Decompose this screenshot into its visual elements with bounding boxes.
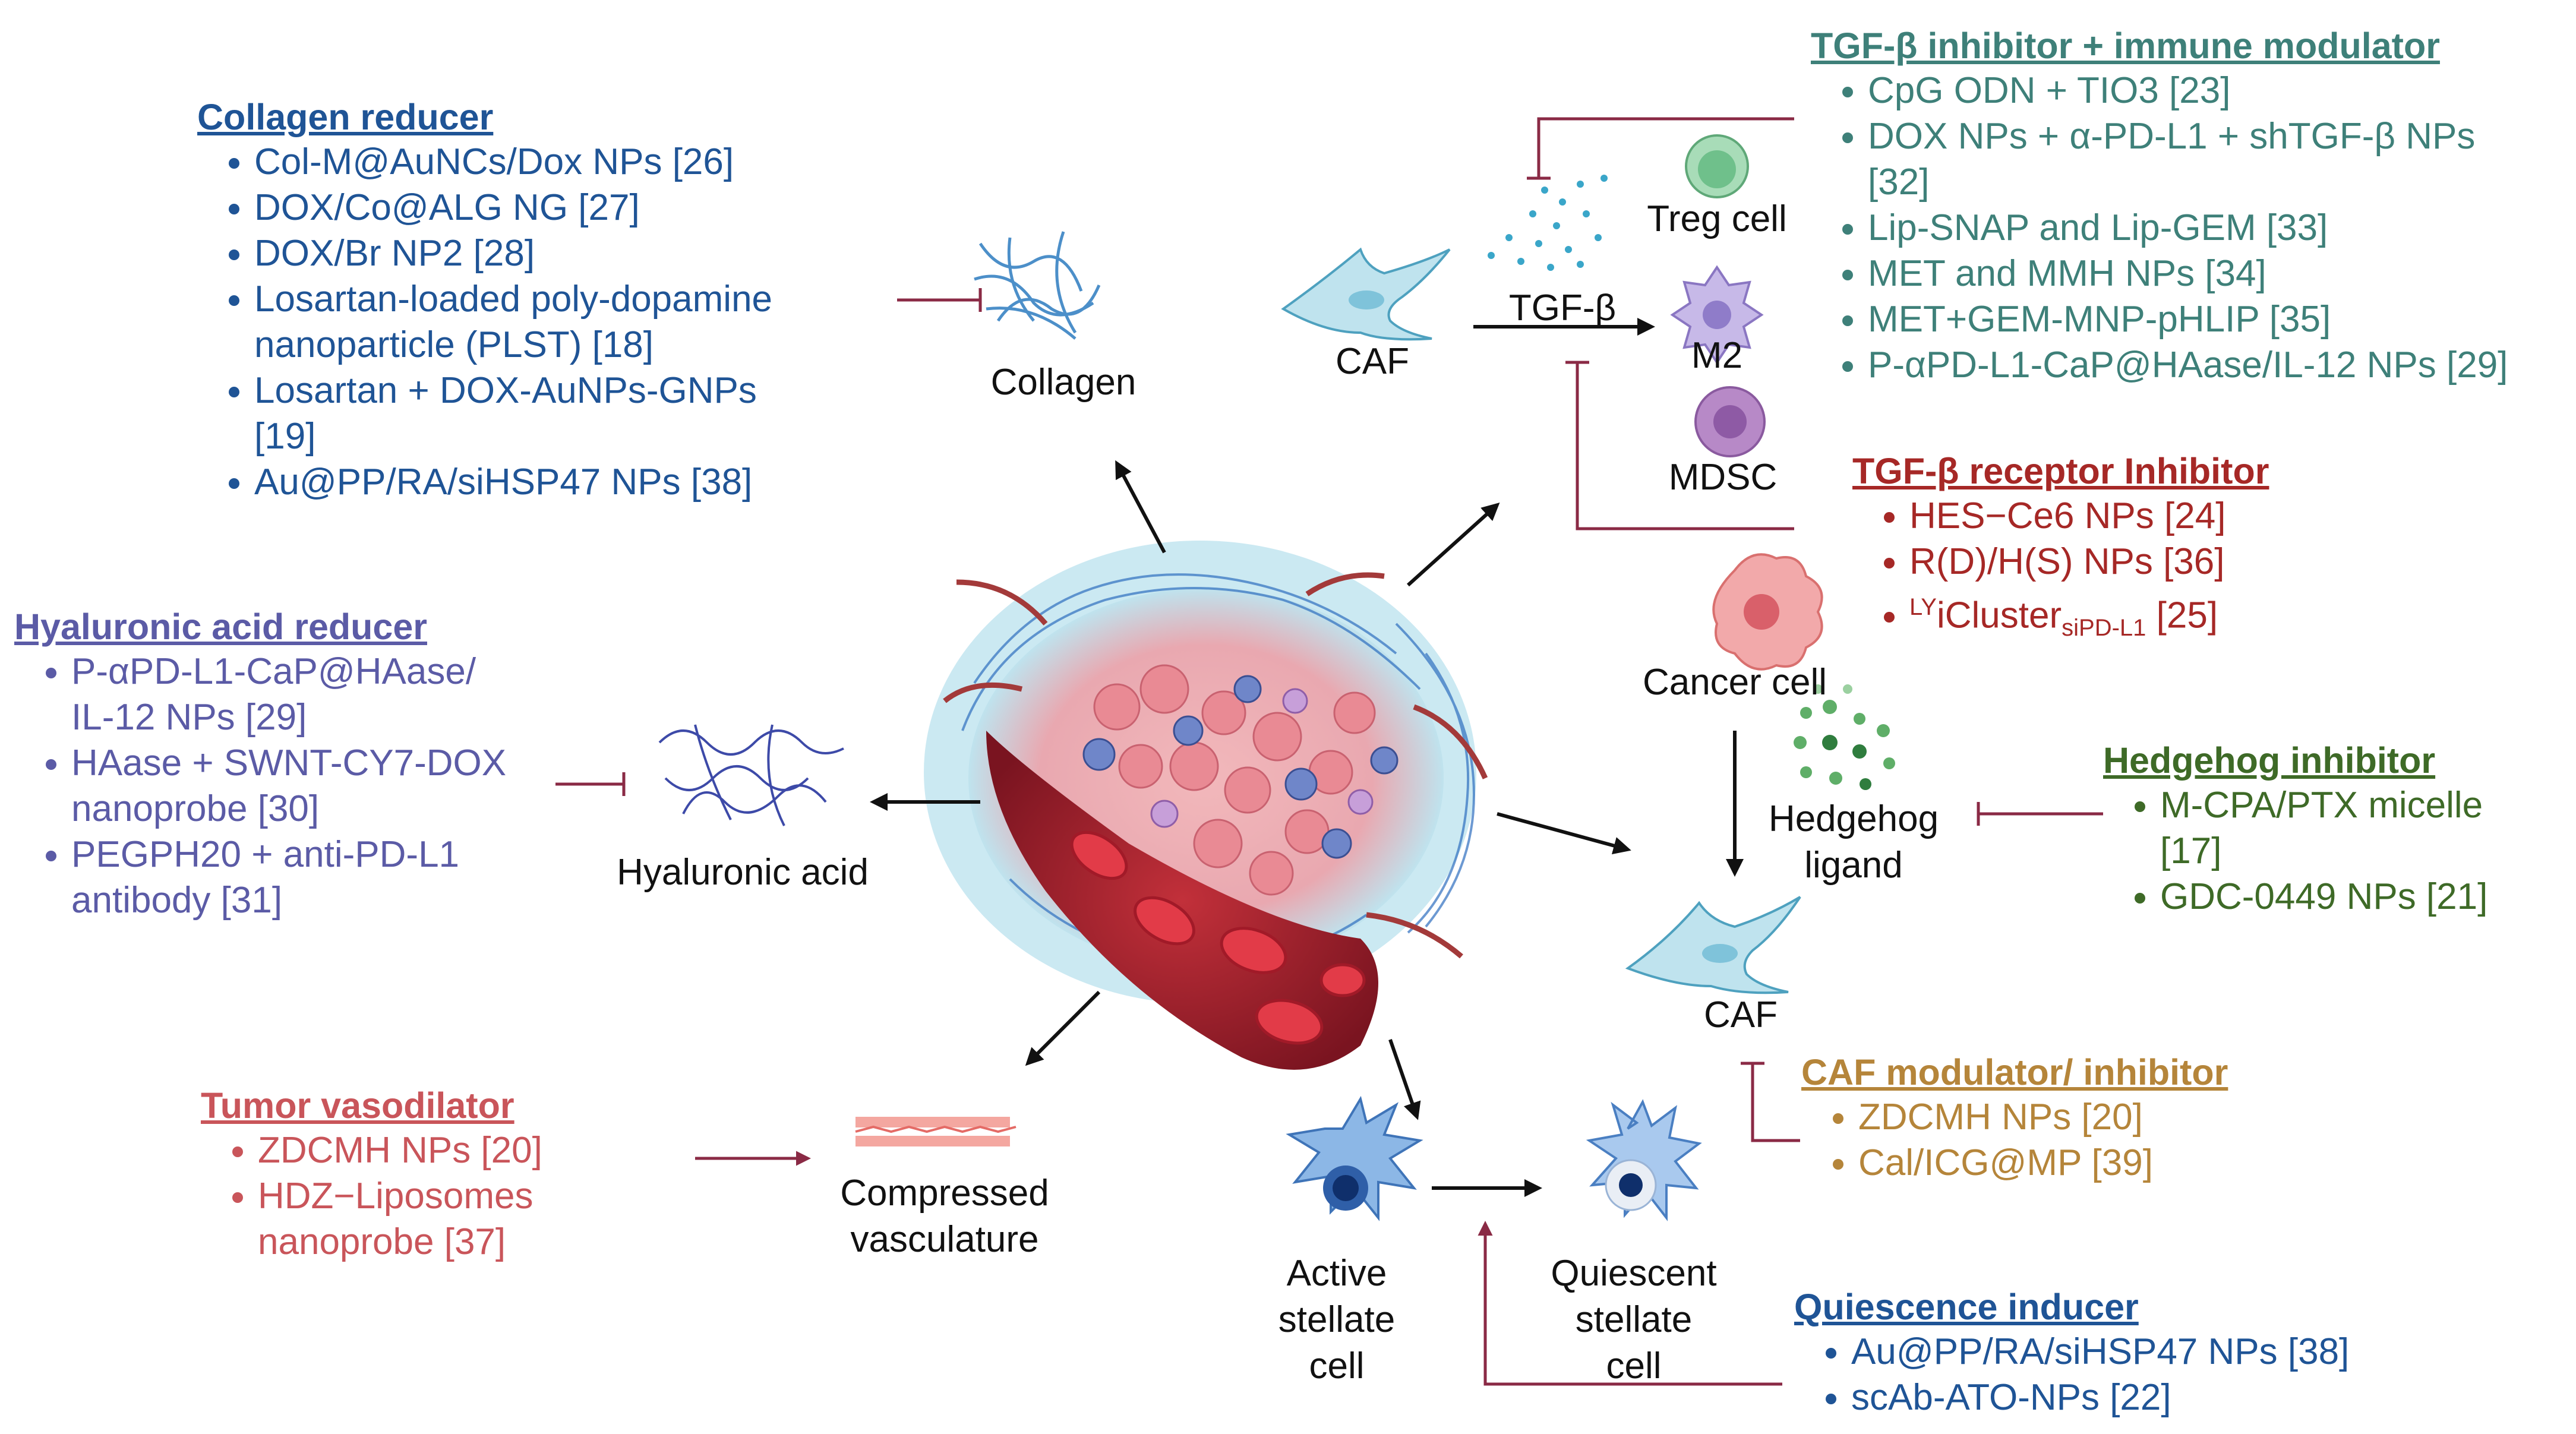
active-stellate-cell-icon	[1286, 1095, 1423, 1221]
group-title: TGF-β receptor Inhibitor	[1852, 451, 2269, 491]
list-item: HDZ−Liposomes nanoprobe [37]	[258, 1173, 542, 1265]
list-item: GDC-0449 NPs [21]	[2160, 874, 2487, 920]
group-tgf-beta-receptor-inhibitor: TGF-β receptor Inhibitor HES−Ce6 NPs [24…	[1852, 450, 2269, 651]
list-item: DOX/Br NP2 [28]	[254, 230, 772, 276]
label-hyaluronic-acid: Hyaluronic acid	[617, 852, 869, 893]
group-title: CAF modulator/ inhibitor	[1801, 1052, 2228, 1092]
label-caf-right: CAF	[1704, 994, 1778, 1035]
list-item: PEGPH20 + anti-PD-L1 antibody [31]	[71, 832, 506, 923]
list-item: HES−Ce6 NPs [24]	[1909, 493, 2269, 539]
group-caf-modulator-inhibitor: CAF modulator/ inhibitor ZDCMH NPs [20] …	[1801, 1051, 2228, 1186]
list-item: MET and MMH NPs [34]	[1868, 251, 2508, 296]
label-mdsc: MDSC	[1668, 457, 1778, 498]
list-item: DOX/Co@ALG NG [27]	[254, 185, 772, 230]
list-item: Losartan-loaded poly-dopamine nanopartic…	[254, 276, 772, 368]
list-item: P-αPD-L1-CaP@HAase/IL-12 NPs [29]	[1868, 342, 2508, 388]
group-tgf-beta-immune-modulator: TGF-β inhibitor + immune modulator CpG O…	[1811, 25, 2508, 388]
compressed-vasculature-icon	[855, 1117, 1016, 1146]
list-item: DOX NPs + α-PD-L1 + shTGF-β NPs [32]	[1868, 113, 2508, 205]
list-item: ZDCMH NPs [20]	[1858, 1094, 2228, 1140]
label-collagen: Collagen	[990, 362, 1137, 403]
mdsc-icon	[1694, 386, 1766, 457]
label-hedgehog-ligand: Hedgehog ligand	[1768, 798, 1939, 886]
list-item: ZDCMH NPs [20]	[258, 1127, 542, 1173]
list-item: P-αPD-L1-CaP@HAase/ IL-12 NPs [29]	[71, 649, 506, 740]
label-compressed-vasculature: Compressed vasculature	[840, 1173, 1049, 1260]
group-title: Tumor vasodilator	[201, 1085, 514, 1126]
label-caf-top: CAF	[1336, 341, 1409, 382]
label-treg-cell: Treg cell	[1647, 198, 1787, 239]
list-item: Cal/ICG@MP [39]	[1858, 1140, 2228, 1186]
list-item: MET+GEM-MNP-pHLIP [35]	[1868, 296, 2508, 342]
list-item: Col-M@AuNCs/Dox NPs [26]	[254, 139, 772, 185]
group-hyaluronic-acid-reducer: Hyaluronic acid reducer P-αPD-L1-CaP@HAa…	[14, 606, 506, 923]
list-item: R(D)/H(S) NPs [36]	[1909, 539, 2269, 585]
group-quiescence-inducer: Quiescence inducer Au@PP/RA/siHSP47 NPs …	[1794, 1286, 2349, 1420]
list-item: Lip-SNAP and Lip-GEM [33]	[1868, 205, 2508, 251]
flow-arrows	[870, 318, 1744, 1197]
list-item: Au@PP/RA/siHSP47 NPs [38]	[254, 459, 772, 505]
list-item: LYiClustersiPD-L1 [25]	[1909, 585, 2269, 651]
label-m2: M2	[1691, 335, 1743, 376]
hyaluronic-acid-icon	[658, 724, 844, 826]
group-collagen-reducer: Collagen reducer Col-M@AuNCs/Dox NPs [26…	[197, 96, 772, 505]
cancer-cell-icon	[1712, 553, 1823, 671]
label-tgf-beta: TGF-β	[1508, 288, 1617, 329]
blood-vessel-illustration	[986, 731, 1378, 1070]
group-title: Hyaluronic acid reducer	[14, 607, 427, 647]
tgf-beta-icon	[1488, 175, 1608, 271]
group-title: Hedgehog inhibitor	[2103, 740, 2436, 781]
list-item: Au@PP/RA/siHSP47 NPs [38]	[1851, 1329, 2349, 1375]
list-item: CpG ODN + TIO3 [23]	[1868, 68, 2508, 113]
hedgehog-ligand-icon	[1794, 684, 1895, 790]
list-item: M-CPA/PTX micelle [17]	[2160, 782, 2487, 874]
caf-icon-right	[1625, 896, 1801, 994]
list-item: HAase + SWNT-CY7-DOX nanoprobe [30]	[71, 740, 506, 832]
group-title: TGF-β inhibitor + immune modulator	[1811, 26, 2440, 66]
quiescent-stellate-cell-icon	[1586, 1099, 1702, 1221]
label-active-stellate-cell: Active stellate cell	[1278, 1253, 1396, 1386]
caf-icon-top	[1281, 247, 1451, 341]
label-cancer-cell: Cancer cell	[1642, 662, 1827, 703]
inhibition-lines	[555, 117, 2103, 1386]
group-title: Collagen reducer	[197, 97, 494, 137]
treg-cell-icon	[1685, 134, 1749, 198]
group-tumor-vasodilator: Tumor vasodilator ZDCMH NPs [20] HDZ−Lip…	[201, 1085, 542, 1265]
m2-macrophage-icon	[1670, 265, 1764, 365]
group-hedgehog-inhibitor: Hedgehog inhibitor M-CPA/PTX micelle [17…	[2103, 740, 2487, 920]
list-item: scAb-ATO-NPs [22]	[1851, 1375, 2349, 1420]
label-quiescent-stellate-cell: Quiescent stellate cell	[1551, 1253, 1717, 1386]
group-title: Quiescence inducer	[1794, 1287, 2139, 1327]
list-item: Losartan + DOX-AuNPs-GNPs [19]	[254, 368, 772, 459]
collagen-icon	[974, 231, 1101, 340]
